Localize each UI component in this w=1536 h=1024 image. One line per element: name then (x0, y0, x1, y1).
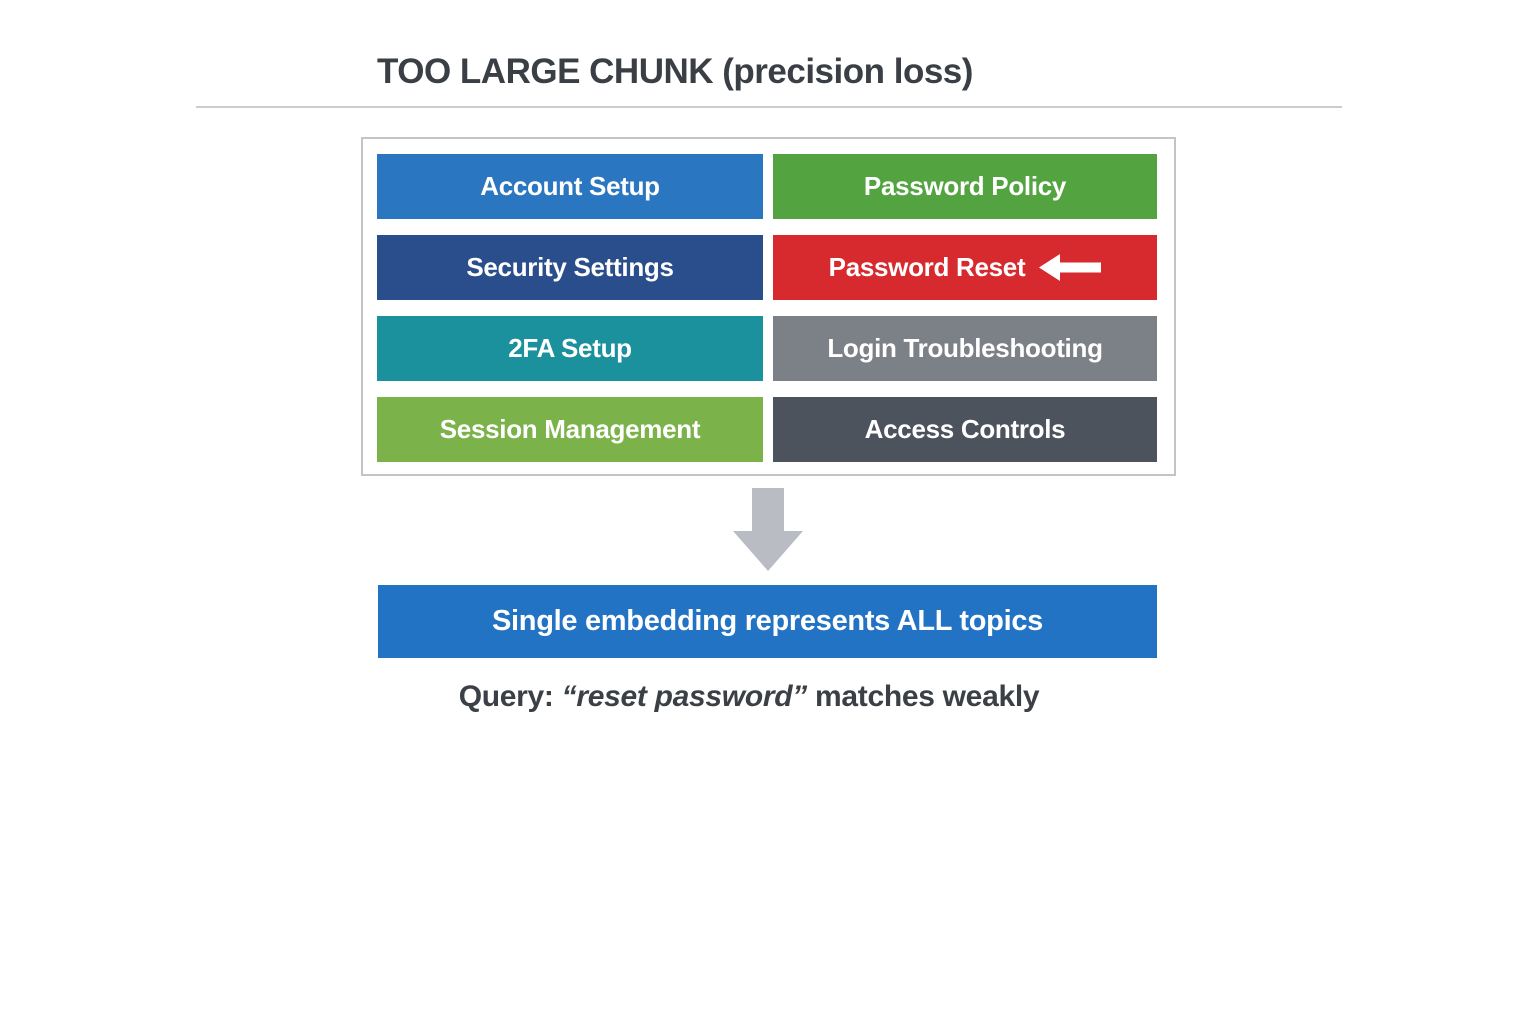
single-embedding-bar: Single embedding represents ALL topics (378, 585, 1157, 658)
topic-chip-security-settings: Security Settings (377, 235, 763, 300)
query-caption: Query: “reset password” matches weakly (0, 680, 1498, 714)
title-divider (196, 106, 1342, 108)
topic-chip-label: Password Policy (863, 171, 1067, 201)
topic-chip-label: Login Troubleshooting (827, 333, 1103, 363)
topic-chip-label: Password Reset (828, 252, 1026, 282)
page-title: TOO LARGE CHUNK (precision loss) (377, 52, 973, 91)
topic-chip-access-controls: Access Controls (773, 397, 1157, 462)
topic-chip-label: Security Settings (466, 252, 674, 282)
query-suffix: matches weakly (806, 680, 1040, 713)
single-embedding-label: Single embedding represents ALL topics (492, 605, 1043, 637)
topic-chip-password-reset: Password Reset (773, 235, 1157, 300)
chunk-topics-box: Account Setup Password Policy Security S… (361, 137, 1176, 476)
topic-chip-password-policy: Password Policy (773, 154, 1157, 219)
topic-chip-label: 2FA Setup (508, 333, 632, 363)
topic-chip-label: Session Management (439, 414, 701, 444)
topic-chip-login-troubleshooting: Login Troubleshooting (773, 316, 1157, 381)
topic-chip-label: Access Controls (864, 414, 1066, 444)
topic-chip-label: Account Setup (480, 171, 660, 201)
topic-chip-account-setup: Account Setup (377, 154, 763, 219)
left-arrow-icon (1039, 254, 1102, 281)
topic-chip-2fa-setup: 2FA Setup (377, 316, 763, 381)
topic-chip-session-management: Session Management (377, 397, 763, 462)
down-arrow-icon (733, 488, 803, 571)
query-text: “reset password” (561, 680, 808, 713)
query-prefix: Query: (458, 680, 562, 713)
